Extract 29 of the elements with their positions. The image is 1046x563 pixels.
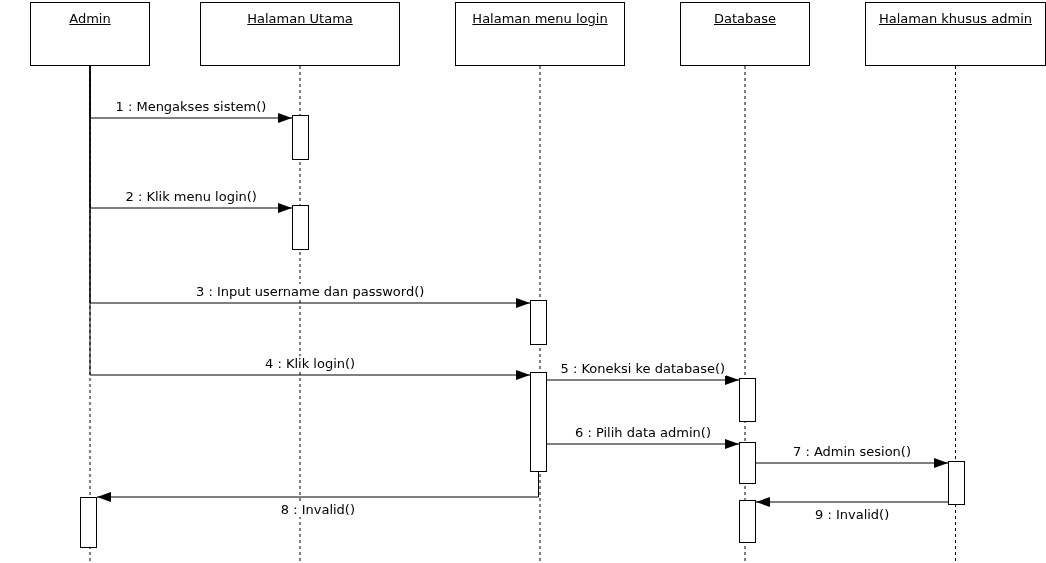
activation-bar (292, 115, 309, 160)
object-box: Halaman Utama (200, 2, 400, 66)
message-label: 9 : Invalid() (814, 507, 891, 522)
activation-bar (292, 205, 309, 250)
message-label: 4 : Klik login() (264, 356, 357, 371)
activation-bar (948, 461, 965, 505)
activation-bar (739, 500, 756, 543)
message-arrow (755, 458, 949, 468)
message-arrow (96, 471, 539, 502)
message-label: 8 : Invalid() (279, 502, 357, 517)
message-label: 6 : Pilih data admin() (574, 425, 712, 440)
message-arrow (755, 497, 949, 507)
activation-bar (80, 497, 97, 548)
message-label: 5 : Koneksi ke database() (559, 361, 727, 376)
object-box: Database (680, 2, 810, 66)
object-box: Halaman menu login (455, 2, 625, 66)
message-arrow (89, 65, 531, 380)
message-label: 2 : Klik menu login() (124, 189, 258, 204)
message-arrow (546, 439, 740, 449)
activation-bar (739, 442, 756, 484)
message-label: 3 : Input username dan password() (195, 284, 426, 299)
activation-bar (530, 372, 547, 472)
object-box: Halaman khusus admin (865, 2, 1046, 66)
message-label: 7 : Admin sesion() (792, 444, 912, 459)
activation-bar (530, 300, 547, 345)
object-box: Admin (30, 2, 150, 66)
message-label: 1 : Mengakses sistem() (114, 99, 268, 114)
message-arrow (546, 375, 740, 385)
activation-bar (739, 378, 756, 422)
